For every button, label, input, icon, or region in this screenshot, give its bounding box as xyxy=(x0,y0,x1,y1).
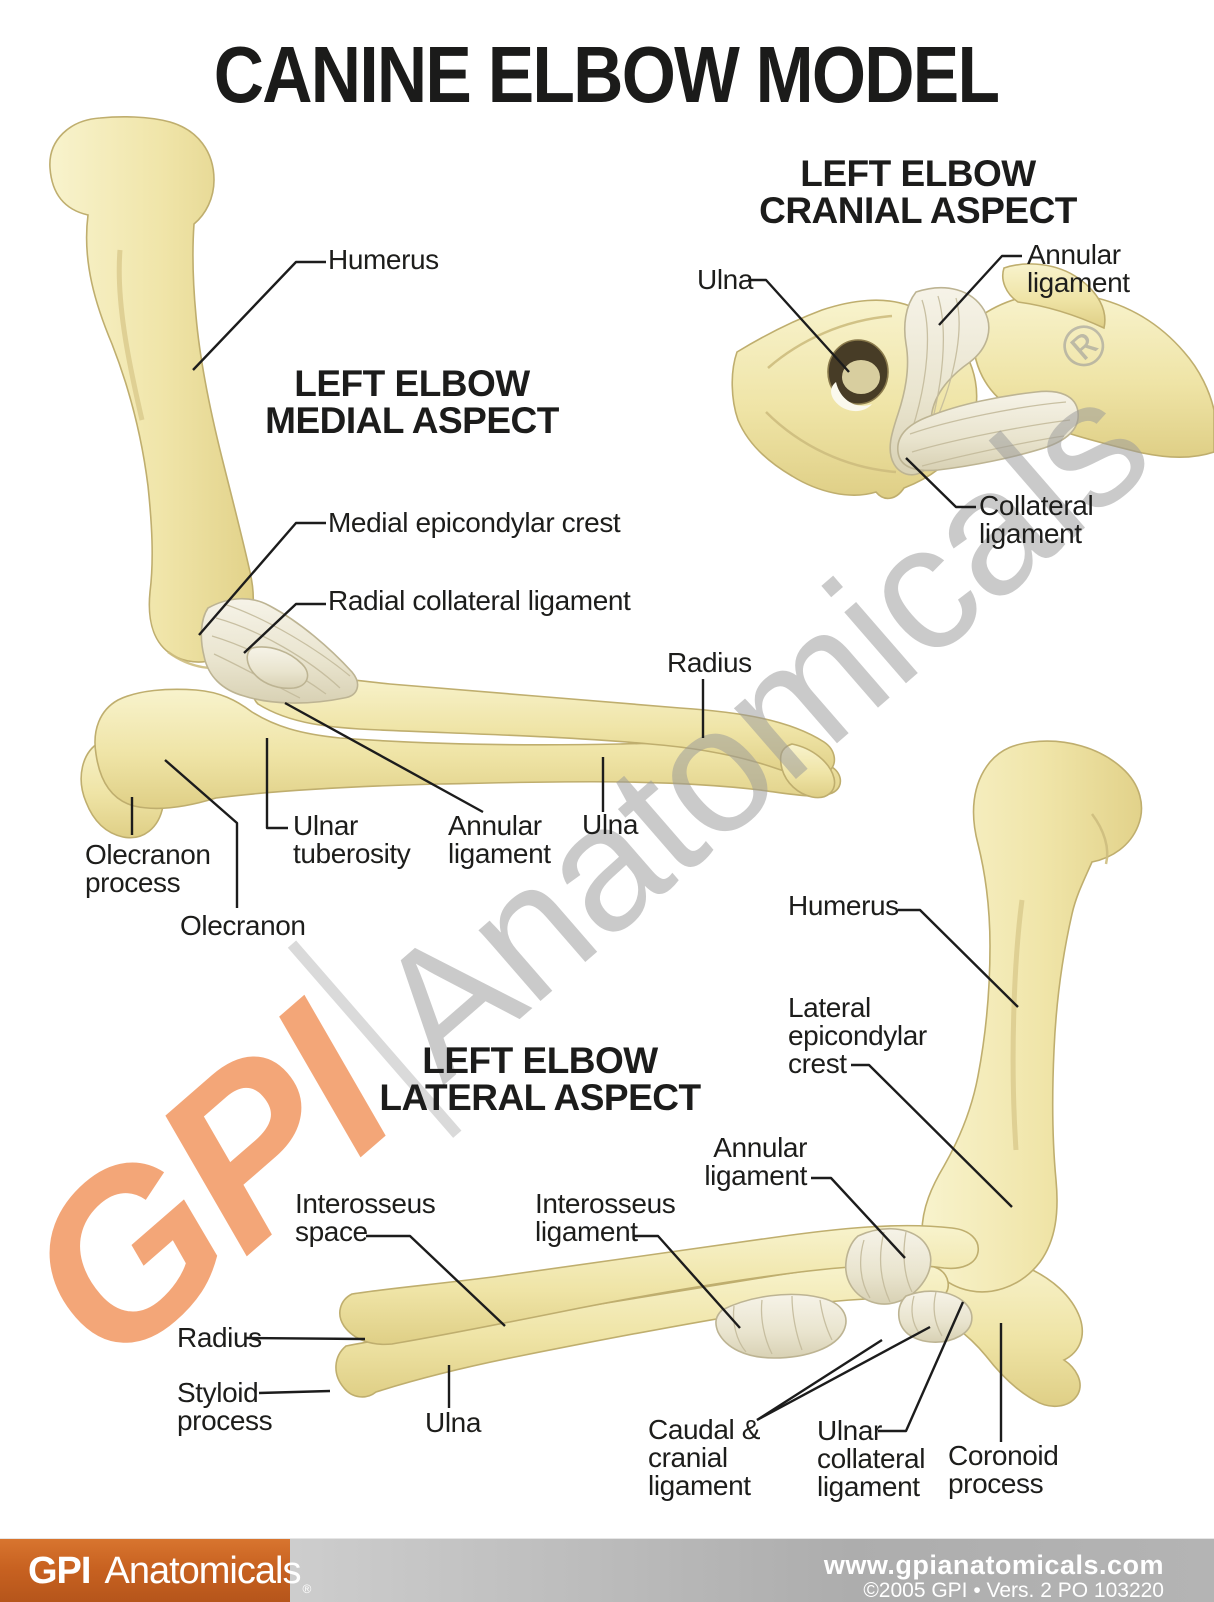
lateral-view-bones xyxy=(335,740,1143,1407)
logo-registered-mark: ® xyxy=(302,1582,312,1596)
footer-bar: GPI Anatomicals ® www.gpianatomicals.com… xyxy=(0,1538,1214,1602)
heading-cranial-aspect: LEFT ELBOW CRANIAL ASPECT xyxy=(759,155,1077,229)
leader-cranial-collateral-ligament xyxy=(905,457,976,509)
label-medial-humerus: Humerus xyxy=(328,244,439,275)
leader-lateral-humerus xyxy=(898,908,1019,1008)
leader-medial-ulnar-tuberosity xyxy=(265,738,288,830)
footer-info: www.gpianatomicals.com ©2005 GPI • Vers.… xyxy=(824,1551,1164,1602)
label-lateral-ulna: Ulna xyxy=(425,1407,481,1438)
medial-view-bones xyxy=(49,116,842,839)
leader-medial-annular-ligament xyxy=(284,701,484,814)
leader-lateral-interosseus-space xyxy=(366,1234,506,1327)
leader-lateral-interosseus-ligament xyxy=(634,1234,741,1329)
label-lateral-humerus: Humerus xyxy=(788,890,899,921)
gpi-anatomicals-logo: GPI Anatomicals ® xyxy=(0,1539,311,1602)
leader-lateral-caudal-cranial-ligament xyxy=(756,1338,883,1422)
footer-copyright: ©2005 GPI • Vers. 2 PO 103220 xyxy=(863,1579,1164,1602)
label-medial-radius: Radius xyxy=(667,647,752,678)
leader-medial-olecranon xyxy=(164,759,239,908)
label-medial-olecranon: Olecranon xyxy=(180,910,306,941)
logo-gpi-text: GPI xyxy=(28,1550,91,1592)
heading-medial-line2: MEDIAL ASPECT xyxy=(265,400,559,441)
leader-medial-radial-collateral-ligament xyxy=(243,602,326,654)
leader-lateral-radius xyxy=(245,1336,366,1341)
page-title: CANINE ELBOW MODEL xyxy=(213,30,1000,119)
heading-lateral-aspect: LEFT ELBOW LATERAL ASPECT xyxy=(379,1040,701,1118)
leader-lateral-lateral-epicondylar-crest xyxy=(851,1063,1013,1208)
heading-medial-line1: LEFT ELBOW xyxy=(294,363,530,404)
heading-lateral-line1: LEFT ELBOW xyxy=(422,1040,658,1081)
footer-website: www.gpianatomicals.com xyxy=(823,1550,1164,1580)
label-lateral-radius: Radius xyxy=(177,1322,262,1353)
label-medial-ulna: Ulna xyxy=(582,809,638,840)
leader-lateral-ulnar-collateral-ligament xyxy=(878,1301,965,1433)
logo-anatomicals-text: Anatomicals xyxy=(104,1550,301,1592)
heading-cranial-line2: CRANIAL ASPECT xyxy=(759,190,1077,231)
leader-cranial-ulna xyxy=(748,278,850,373)
label-medial-medial-epicondylar-crest: Medial epicondylar crest xyxy=(328,507,621,538)
heading-lateral-line2: LATERAL ASPECT xyxy=(379,1077,701,1118)
leader-lateral-annular-ligament xyxy=(811,1176,906,1259)
heading-medial-aspect: LEFT ELBOW MEDIAL ASPECT xyxy=(265,365,559,439)
leader-cranial-annular-ligament xyxy=(938,254,1022,326)
leader-medial-medial-epicondylar-crest xyxy=(198,521,326,636)
heading-cranial-line1: LEFT ELBOW xyxy=(800,153,1036,194)
leader-lateral-styloid-process xyxy=(258,1389,331,1395)
label-medial-radial-collateral-ligament: Radial collateral ligament xyxy=(328,585,631,616)
cranial-view-bones xyxy=(731,263,1214,500)
leader-medial-humerus xyxy=(192,260,326,371)
leader-lateral-caudal-cranial-ligament xyxy=(756,1325,931,1422)
label-cranial-ulna: Ulna xyxy=(697,264,753,295)
